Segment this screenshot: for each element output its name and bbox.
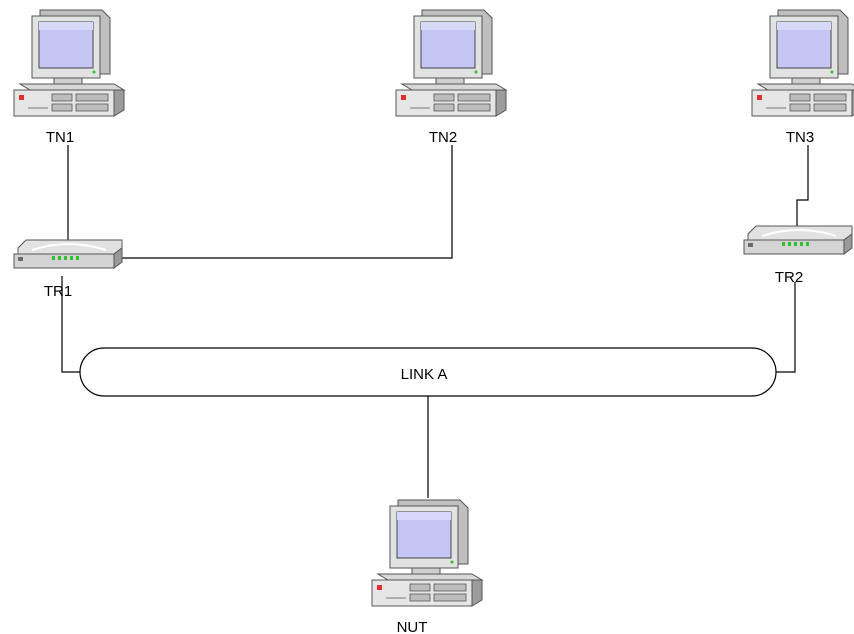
host-tn1: TN1 bbox=[13, 9, 125, 146]
host-tn3: TN3 bbox=[751, 9, 854, 146]
host-tn1-label: TN1 bbox=[46, 129, 74, 146]
router-tr2-label: TR2 bbox=[775, 269, 803, 286]
desktop-computer-icon bbox=[751, 9, 854, 117]
desktop-computer-icon bbox=[13, 9, 125, 117]
wire-tr1-link bbox=[61, 276, 84, 373]
router-icon bbox=[743, 225, 853, 255]
desktop-computer-icon bbox=[371, 499, 483, 607]
router-tr2: TR2 bbox=[743, 225, 853, 286]
link-a-label: LINK A bbox=[401, 366, 448, 383]
wire-tr1-tn2 bbox=[122, 145, 453, 259]
desktop-computer-icon bbox=[395, 9, 507, 117]
link-a-shape bbox=[79, 347, 777, 397]
host-tn3-label: TN3 bbox=[786, 129, 814, 146]
router-tr1: TR1 bbox=[13, 239, 123, 300]
wire-tn3-tr2 bbox=[796, 145, 809, 228]
host-tn2-label: TN2 bbox=[429, 129, 457, 146]
host-tn2: TN2 bbox=[395, 9, 507, 146]
wire-tr2-link bbox=[772, 282, 796, 373]
router-icon bbox=[13, 239, 123, 269]
host-nut: NUT bbox=[371, 499, 483, 634]
router-tr1-label: TR1 bbox=[44, 283, 72, 300]
host-nut-label: NUT bbox=[397, 619, 428, 634]
